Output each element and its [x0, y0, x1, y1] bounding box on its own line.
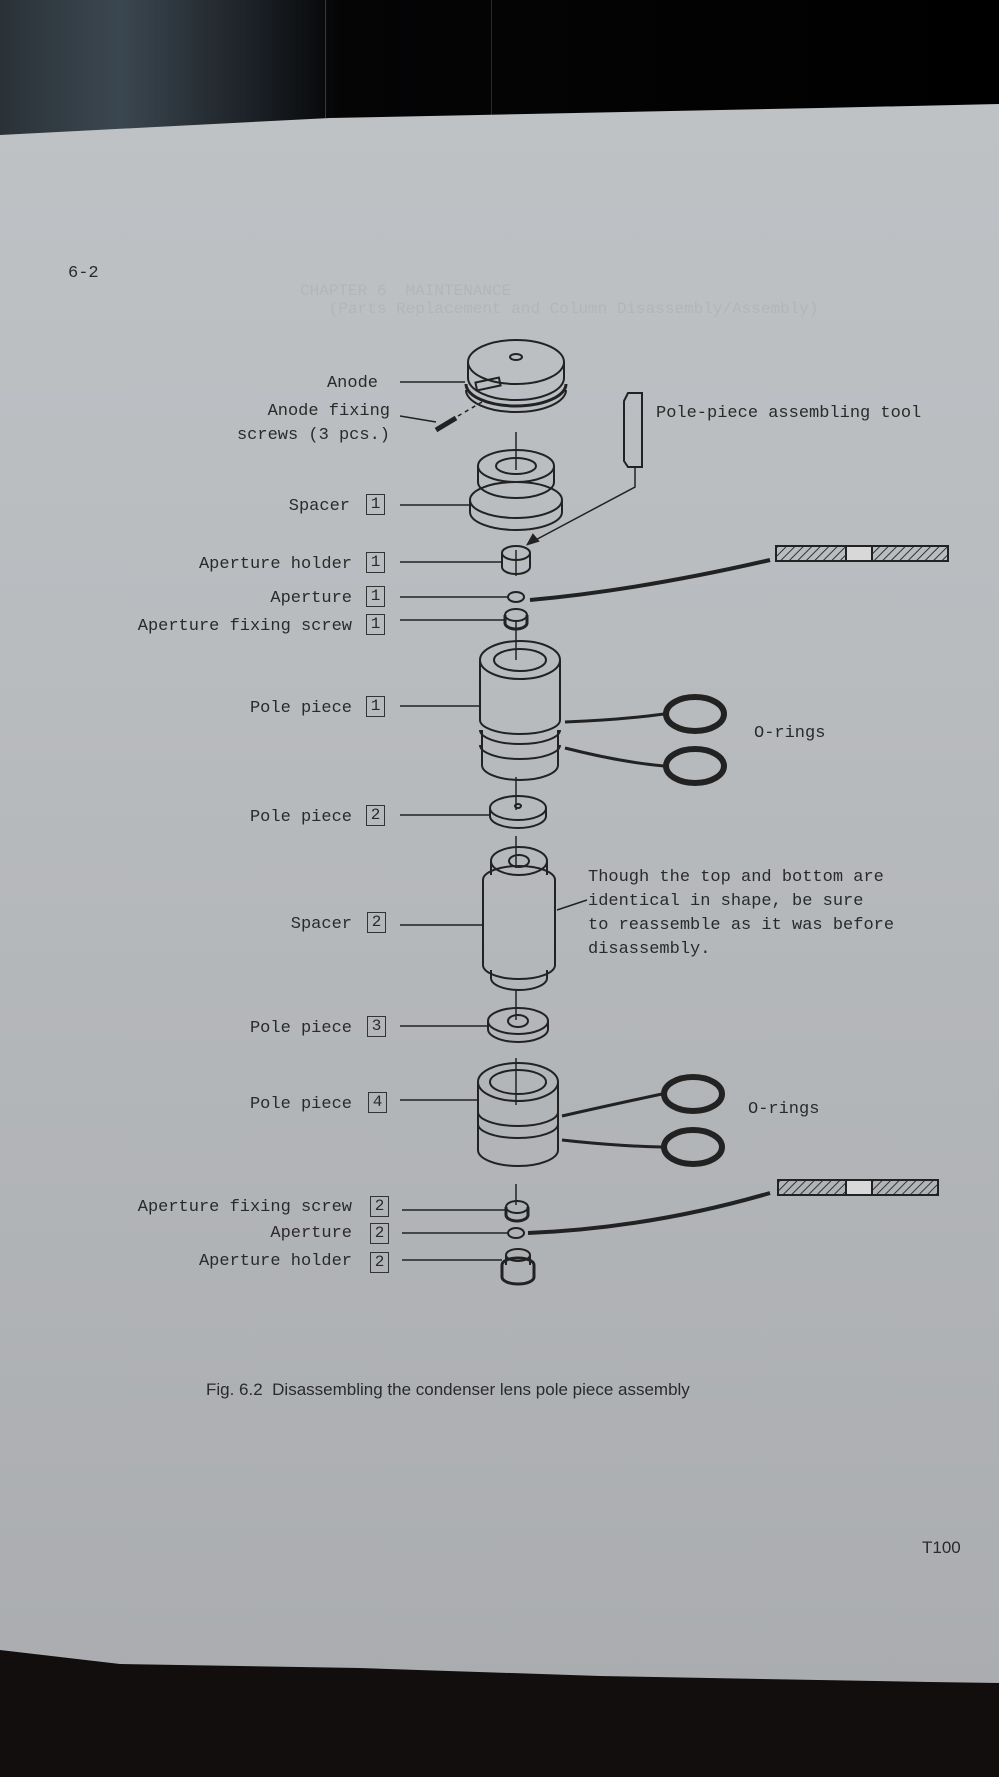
label-aperture-fixing-screw-1: Aperture fixing screw	[137, 617, 352, 636]
spacer-1-part	[469, 449, 563, 531]
index-box-pole-piece-1: 1	[366, 696, 385, 717]
index-box-aperture-1: 1	[366, 586, 385, 607]
leader-lines	[399, 381, 508, 1261]
label-aperture-2: Aperture	[270, 1224, 352, 1243]
index-box-aperture-fixing-screw-1: 1	[366, 614, 385, 635]
spacer-2-part	[482, 846, 588, 991]
index-box-aperture-fixing-screw-2: 2	[370, 1196, 389, 1217]
page-number: 6-2	[68, 264, 99, 283]
pole-piece-1-part	[479, 640, 561, 781]
callout-o-rings-lower: O-rings	[748, 1100, 820, 1119]
aperture-screw-1-part	[503, 608, 529, 631]
index-box-aperture-2: 2	[370, 1223, 389, 1244]
index-box-spacer-1: 1	[366, 494, 385, 515]
aperture-detail-lower	[527, 1179, 939, 1235]
callout-o-rings-upper: O-rings	[754, 724, 826, 743]
index-box-pole-piece-4: 4	[368, 1092, 387, 1113]
aperture-2-part	[507, 1227, 525, 1239]
show-through-text: CHAPTER 6 MAINTENANCE (Parts Replacement…	[300, 282, 819, 318]
aperture-screw-2-part	[504, 1200, 530, 1223]
index-box-spacer-2: 2	[367, 912, 386, 933]
callout-spacer-note: Though the top and bottom are identical …	[588, 868, 895, 959]
label-pole-piece-1: Pole piece	[249, 699, 352, 718]
label-anode: Anode	[326, 374, 378, 393]
pole-piece-3-part	[487, 1007, 549, 1043]
label-spacer-2: Spacer	[290, 915, 352, 934]
label-pole-piece-3: Pole piece	[249, 1019, 352, 1038]
pole-piece-4-part	[477, 1062, 559, 1167]
book-edge	[325, 0, 492, 118]
label-pole-piece-4: Pole piece	[249, 1095, 352, 1114]
anode-part	[464, 339, 568, 413]
label-aperture-fixing-screw-2: Aperture fixing screw	[137, 1198, 352, 1217]
label-pole-piece-2: Pole piece	[249, 808, 352, 827]
o-rings-upper-part	[663, 694, 727, 786]
label-aperture-1: Aperture	[270, 589, 352, 608]
pole-piece-tool-part	[525, 392, 643, 546]
index-box-pole-piece-2: 2	[366, 805, 385, 826]
label-aperture-holder-1: Aperture holder	[198, 555, 352, 574]
o-rings-lower-part	[661, 1074, 725, 1167]
figure-caption: Fig. 6.2 Disassembling the condenser len…	[206, 1380, 690, 1399]
index-box-aperture-holder-1: 1	[366, 552, 385, 573]
footer-code: T100	[922, 1538, 961, 1557]
aperture-holder-1-part	[501, 545, 531, 575]
pole-piece-2-part	[489, 795, 547, 829]
aperture-detail-upper	[529, 545, 949, 602]
index-box-aperture-holder-2: 2	[370, 1252, 389, 1273]
aperture-1-part	[507, 591, 525, 603]
label-aperture-holder-2: Aperture holder	[198, 1252, 352, 1271]
label-anode-fixing-screws: Anode fixing screws (3 pcs.)	[236, 402, 390, 445]
aperture-holder-2-part	[500, 1248, 536, 1286]
callout-pole-piece-tool: Pole-piece assembling tool	[656, 404, 922, 423]
index-box-pole-piece-3: 3	[367, 1016, 386, 1037]
label-spacer-1: Spacer	[288, 497, 350, 516]
anode-screw-part	[434, 401, 483, 433]
